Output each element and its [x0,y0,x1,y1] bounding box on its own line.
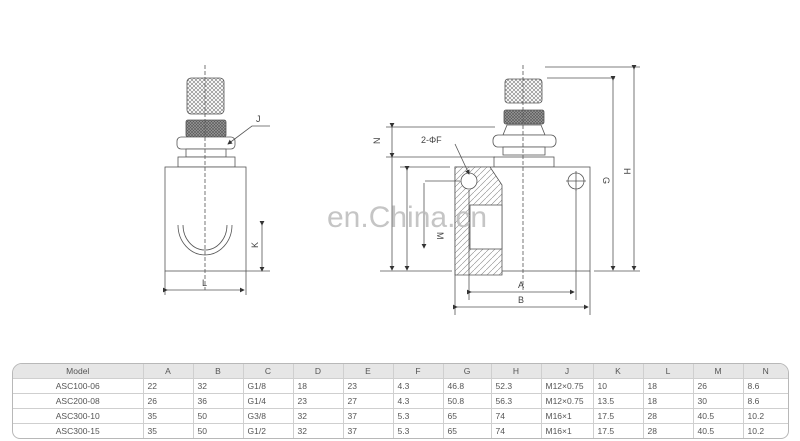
table-cell: 50.8 [443,393,492,409]
column-header: M [693,364,744,379]
label-m: M [435,232,445,240]
table-cell: 40.5 [693,423,744,438]
label-2-phi-f: 2-ΦF [421,135,442,145]
valve-body [164,166,247,272]
table-cell: 18 [643,393,694,409]
table-cell: 18 [643,378,694,394]
column-header: H [491,364,542,379]
model-cell: ASC300-15 [13,423,144,438]
label-l: L [202,278,207,288]
column-header: Model [13,364,144,379]
column-header: L [643,364,694,379]
table-cell: 22 [143,378,194,394]
label-a: A [518,280,524,290]
table-cell: 37 [343,408,394,424]
table-cell: 56.3 [491,393,542,409]
table-cell: 65 [443,408,492,424]
table-cell: 4.3 [393,378,444,394]
table-cell: 23 [293,393,344,409]
column-header: E [343,364,394,379]
column-header: A [143,364,194,379]
column-header: F [393,364,444,379]
column-header: K [593,364,644,379]
table-cell: M16×1 [541,423,594,438]
table-cell: 4.3 [393,393,444,409]
column-header: C [243,364,294,379]
technical-drawing: J K L N [163,65,640,315]
table-cell: 52.3 [491,378,542,394]
table-cell: 18 [293,378,344,394]
table-cell: 27 [343,393,394,409]
label-b: B [518,295,524,305]
table-cell: 32 [193,378,244,394]
column-header: N [743,364,788,379]
table-cell: 40.5 [693,408,744,424]
table-cell: 46.8 [443,378,492,394]
label-n: N [372,138,382,145]
table-cell: 13.5 [593,393,644,409]
label-g: G [601,177,611,184]
table-cell: M12×0.75 [541,378,594,394]
table-cell: 35 [143,408,194,424]
table-cell: 5.3 [393,423,444,438]
column-header: D [293,364,344,379]
table-cell: 36 [193,393,244,409]
table-cell: 30 [693,393,744,409]
model-cell: ASC200-08 [13,393,144,409]
table-cell: 65 [443,423,492,438]
label-h: H [622,168,632,175]
table-cell: 26 [143,393,194,409]
front-view [380,65,640,315]
table-cell: 35 [143,423,194,438]
table-cell: 10.2 [743,408,788,424]
table-cell: 50 [193,408,244,424]
knob [186,77,225,115]
table-cell: 17.5 [593,423,644,438]
label-j: J [256,114,261,124]
hex-nut [176,136,236,150]
table-cell: 28 [643,423,694,438]
table-cell: 74 [491,408,542,424]
table-cell: G3/8 [243,408,294,424]
watermark: en.China.cn [327,201,487,234]
table-cell: G1/4 [243,393,294,409]
table-cell: 37 [343,423,394,438]
table-cell: 32 [293,408,344,424]
column-header: B [193,364,244,379]
table-cell: 50 [193,423,244,438]
table-cell: M12×0.75 [541,393,594,409]
model-cell: ASC300-10 [13,408,144,424]
table-cell: 28 [643,408,694,424]
table-cell: 74 [491,423,542,438]
table-cell: 23 [343,378,394,394]
table-cell: 8.6 [743,378,788,394]
column-header: G [443,364,492,379]
side-view [163,65,270,295]
table-cell: 26 [693,378,744,394]
label-k: K [250,242,260,248]
table-cell: 8.6 [743,393,788,409]
table-cell: G1/2 [243,423,294,438]
table-cell: 17.5 [593,408,644,424]
model-cell: ASC100-06 [13,378,144,394]
table-cell: 10 [593,378,644,394]
table-cell: 5.3 [393,408,444,424]
column-header: J [541,364,594,379]
table-cell: M16×1 [541,408,594,424]
table-cell: 10.2 [743,423,788,438]
table-cell: G1/8 [243,378,294,394]
lock-nut [185,119,227,138]
table-cell: 32 [293,423,344,438]
